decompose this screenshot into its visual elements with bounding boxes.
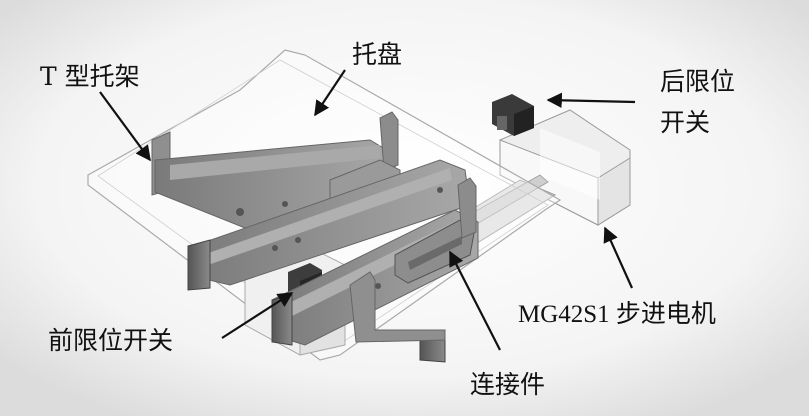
label-front-switch: 前限位开关 [48,326,174,355]
arrow-t-bracket [99,91,151,162]
label-tray: 托盘 [352,40,403,69]
t-bracket [151,111,479,363]
label-motor: MG42S1 步进电机 [518,301,716,328]
label-connector: 连接件 [470,370,546,399]
arrow-motor [603,226,634,289]
arrow-connector [449,250,501,351]
label-rear-switch-line2: 开关 [660,108,711,137]
rear-limit-switch [492,94,534,136]
stepper-motor [499,109,631,226]
arrow-front-switch [221,292,294,339]
arrow-rear-switch [546,92,636,109]
label-rear-switch-line1: 后限位 [660,67,736,96]
arrow-tray [314,69,346,117]
callout-arrows [99,69,636,351]
label-t-bracket: T 型托架 [40,62,140,91]
